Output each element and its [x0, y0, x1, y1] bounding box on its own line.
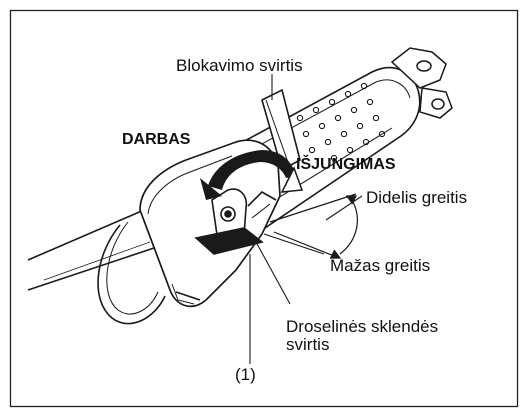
- label-low-speed: Mažas greitis: [330, 257, 430, 276]
- label-work: DARBAS: [122, 131, 190, 149]
- label-throttle-lever-line2: svirtis: [286, 336, 329, 355]
- label-lock-lever: Blokavimo svirtis: [176, 57, 303, 76]
- label-throttle-lever-line1: Droselinės sklendės: [286, 318, 438, 337]
- label-off: IŠJUNGIMAS: [296, 156, 396, 174]
- callout-1: (1): [235, 366, 256, 385]
- label-high-speed: Didelis greitis: [366, 189, 467, 208]
- switch-housing: [140, 140, 280, 306]
